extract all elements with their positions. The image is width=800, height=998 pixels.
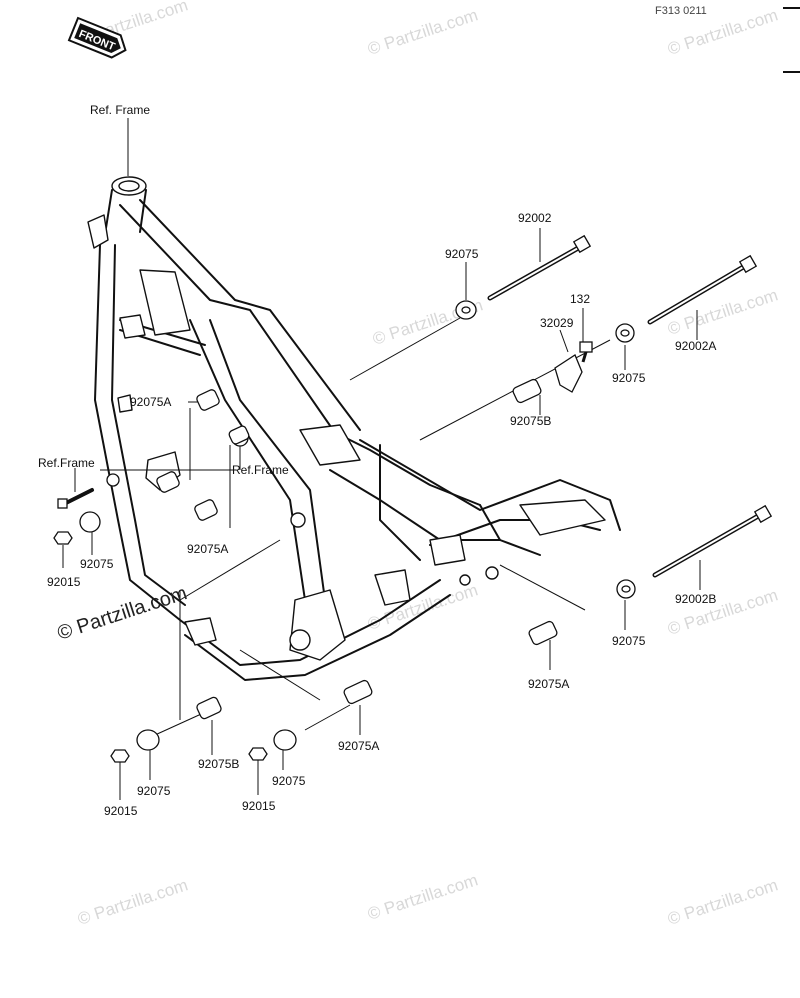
label-92015-left: 92015 <box>47 575 81 589</box>
part-labels: Ref. Frame 92002 92075 132 32029 92002A … <box>38 103 716 818</box>
label-92075-left: 92075 <box>80 557 114 571</box>
watermark-wm9: © Partzilla.com <box>365 870 480 923</box>
label-92075a-right: 92075A <box>528 677 569 691</box>
collar-frame-mid-2 <box>228 425 250 445</box>
bolt-92002b <box>652 504 773 578</box>
bolt-short-left <box>57 488 94 509</box>
collar-frame-mid <box>156 471 180 493</box>
watermark-layer: © Partzilla.com © Partzilla.com © Partzill… <box>75 0 780 929</box>
spacer-92075-top <box>455 300 477 320</box>
label-92075a-mid: 92075A <box>187 542 228 556</box>
collar-92075a-mid <box>194 499 218 521</box>
collar-92075a-bc <box>343 679 373 705</box>
label-32029: 32029 <box>540 316 574 330</box>
label-92075-bl: 92075 <box>137 784 171 798</box>
spacer-near-frame-2 <box>106 473 120 487</box>
label-ref-frame-top: Ref. Frame <box>90 103 150 117</box>
watermark-dark: © Partzilla.com <box>55 582 190 645</box>
spacer-92075-bl <box>136 729 160 751</box>
watermark-wm10: © Partzilla.com <box>665 875 780 928</box>
watermark-wm2: © Partzilla.com <box>365 5 480 58</box>
label-ref-frame-mid: Ref.Frame <box>232 463 289 477</box>
label-92002a: 92002A <box>675 339 716 353</box>
diagram-code: F313 0211 <box>655 5 707 17</box>
collar-92075b-bottom <box>196 696 222 720</box>
label-92075a-bc: 92075A <box>338 739 379 753</box>
motorcycle-frame <box>87 176 621 681</box>
label-132: 132 <box>570 292 590 306</box>
label-92075-r1: 92075 <box>612 371 646 385</box>
label-92075-r2: 92075 <box>612 634 646 648</box>
bolt-92002 <box>487 234 592 301</box>
front-arrow-badge: FRONT <box>67 16 127 59</box>
label-92075b-top: 92075B <box>510 414 551 428</box>
label-ref-frame-left: Ref.Frame <box>38 456 95 470</box>
nut-92015-bl <box>110 749 130 763</box>
collar-92075a-upper <box>196 389 220 411</box>
label-92075b-bottom: 92075B <box>198 757 239 771</box>
nut-92015-bc <box>248 747 268 761</box>
spacer-92075-left <box>79 511 101 533</box>
bolt-132 <box>579 341 593 363</box>
nut-92015-left <box>53 531 73 545</box>
label-92075-top: 92075 <box>445 247 479 261</box>
watermark-wm8: © Partzilla.com <box>75 875 190 928</box>
watermark-wm5: © Partzilla.com <box>665 285 780 338</box>
label-92075-bc: 92075 <box>272 774 306 788</box>
spacer-92075-bc <box>273 729 297 751</box>
label-92075a-upper: 92075A <box>130 395 171 409</box>
label-92002b: 92002B <box>675 592 716 606</box>
spacer-92075-r1 <box>615 323 635 343</box>
collar-92075a-right <box>528 620 558 646</box>
parts <box>53 234 773 763</box>
spacer-92075-r2 <box>616 579 636 599</box>
collar-92075b-top <box>512 378 542 404</box>
bracket-32029 <box>554 354 583 393</box>
label-92015-bc: 92015 <box>242 799 276 813</box>
label-92002: 92002 <box>518 211 552 225</box>
label-92015-bl: 92015 <box>104 804 138 818</box>
bolt-92002a <box>647 254 758 325</box>
